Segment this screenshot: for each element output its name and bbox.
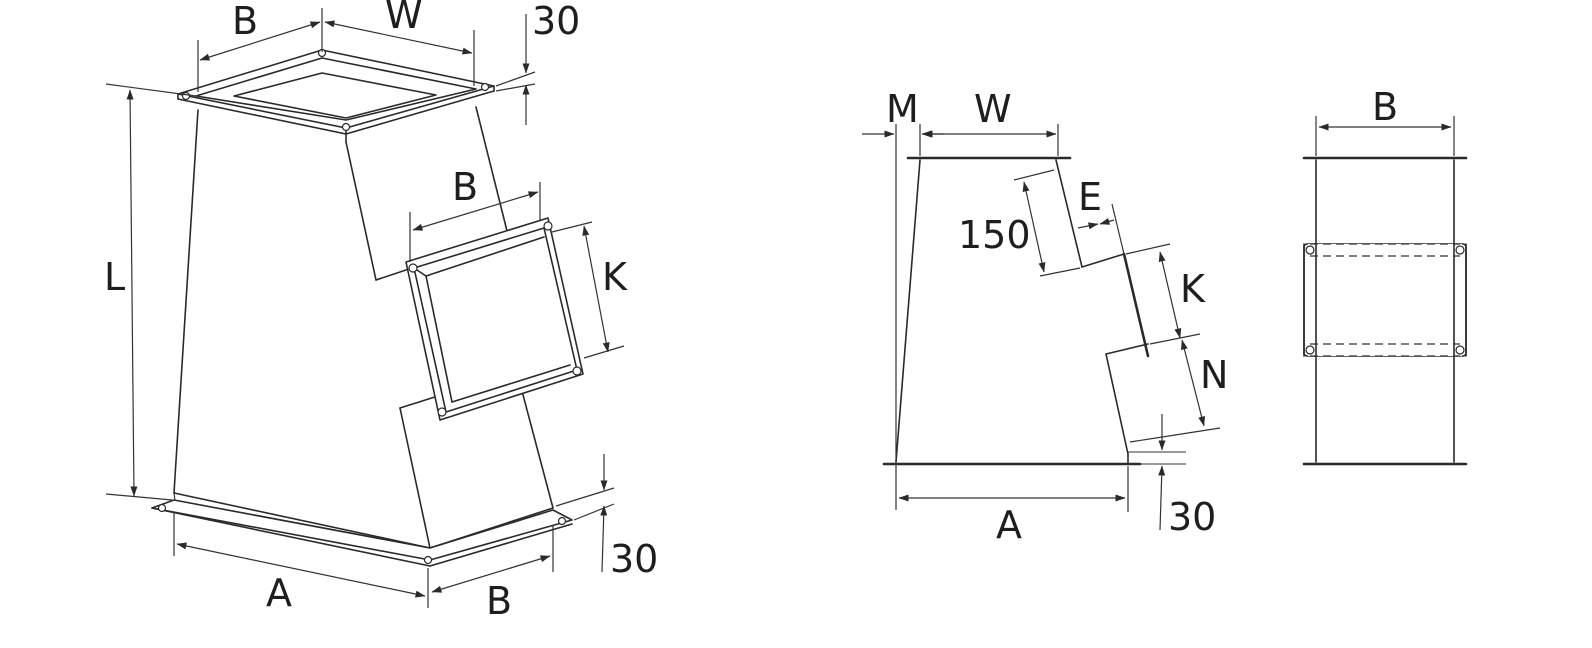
- label-30-bottom: 30: [610, 537, 658, 581]
- dimension-k-iso: K: [551, 221, 628, 359]
- dimension-bottom-b: B: [431, 526, 554, 623]
- label-b-side: B: [452, 165, 478, 209]
- label-30-top: 30: [532, 0, 580, 43]
- label-n: N: [1200, 353, 1228, 397]
- label-30-side: 30: [1168, 495, 1216, 539]
- dimension-30-side: 30: [1158, 414, 1216, 539]
- label-k-iso: K: [602, 255, 628, 299]
- dimension-m: M: [862, 87, 944, 510]
- label-w-side: W: [974, 87, 1012, 131]
- isometric-view: B W 30 L B: [104, 0, 658, 623]
- dimension-top-b: B: [197, 0, 323, 92]
- side-view-outline: [882, 156, 1186, 466]
- label-a-side: A: [996, 503, 1022, 547]
- dimension-bottom-flange-height: 30: [555, 454, 658, 581]
- dimension-top-w: W: [324, 0, 475, 86]
- dimension-e: E: [1077, 175, 1125, 255]
- dimension-side-b: B: [409, 165, 541, 262]
- dimension-a-side: A: [898, 466, 1129, 547]
- dimension-length-l: L: [104, 83, 197, 501]
- dimension-w-side: W: [922, 87, 1059, 156]
- end-view-flange: [1303, 243, 1467, 357]
- label-b-bottom: B: [486, 579, 512, 623]
- label-e: E: [1078, 175, 1102, 219]
- label-w-top: W: [385, 0, 423, 37]
- dimension-b-end: B: [1315, 85, 1455, 156]
- side-flange: [405, 217, 584, 421]
- dimension-150: 150: [958, 169, 1081, 277]
- label-m: M: [886, 87, 919, 131]
- top-flange: [177, 48, 495, 143]
- label-150: 150: [958, 213, 1031, 257]
- label-b-top: B: [232, 0, 258, 43]
- label-b-end: B: [1372, 85, 1398, 129]
- dimension-k-side: K: [1125, 243, 1206, 345]
- label-a-iso: A: [266, 571, 292, 615]
- label-k-side: K: [1180, 267, 1206, 311]
- side-view: M W 150 E K: [862, 87, 1228, 547]
- label-l: L: [104, 255, 125, 299]
- dimension-a-iso: A: [173, 512, 429, 615]
- dimension-n: N: [1129, 339, 1228, 443]
- dimension-top-flange-height: 30: [495, 0, 580, 125]
- end-view: B: [1302, 85, 1468, 466]
